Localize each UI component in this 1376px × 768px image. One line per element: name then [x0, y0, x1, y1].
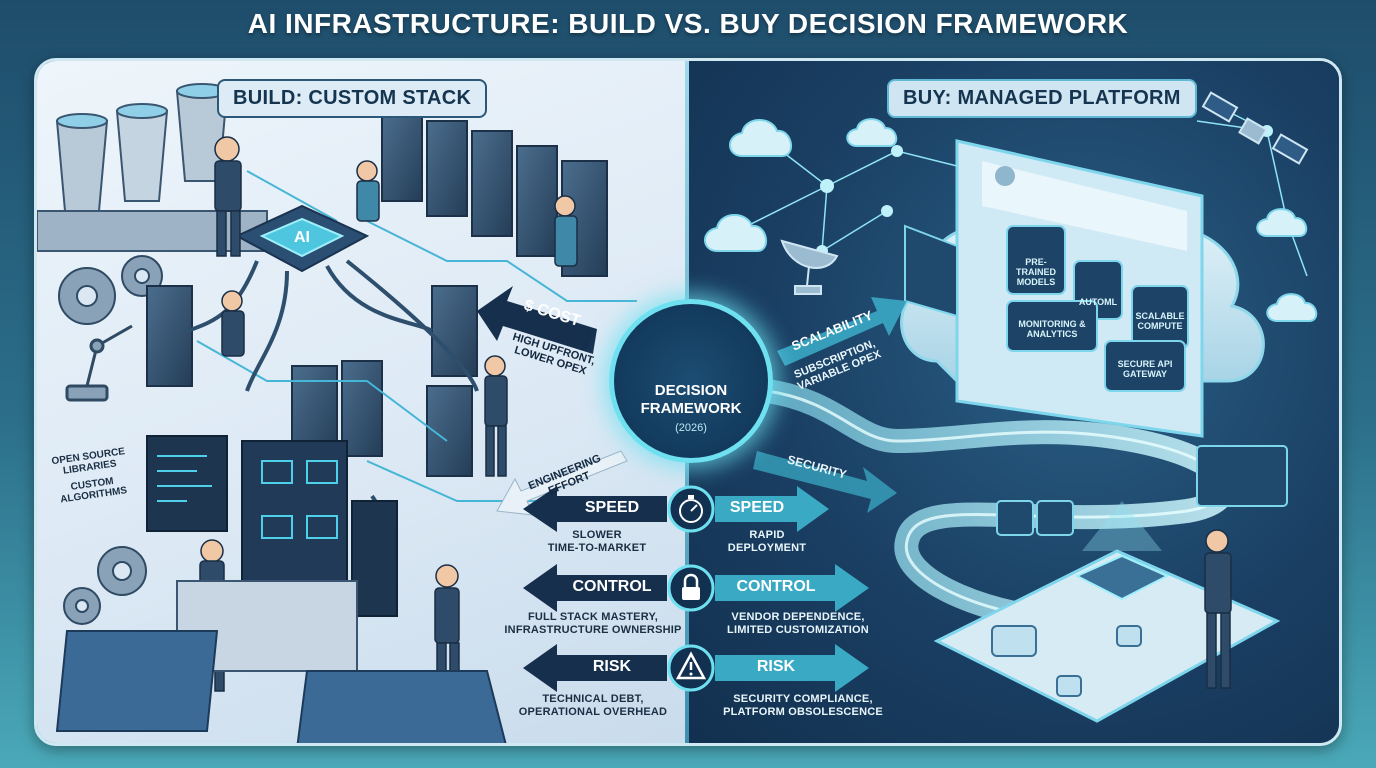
hub-line1: DECISION — [654, 382, 728, 399]
risk-buy-note: SECURITY COMPLIANCE, PLATFORM OBSOLESCEN… — [723, 693, 883, 718]
control-label-buy: CONTROL — [736, 578, 816, 595]
satellite-icon — [1201, 91, 1309, 165]
speed-build-note: SLOWER TIME-TO-MARKET — [547, 529, 647, 554]
robot-arm-icon — [65, 324, 133, 402]
cost-arrow — [477, 286, 597, 354]
analytics-panel — [904, 224, 1288, 536]
circuit-traces — [196, 170, 637, 502]
hub-line2: FRAMEWORK — [640, 400, 742, 417]
cloud-icon — [704, 118, 1318, 322]
satellite-dish-icon — [780, 239, 839, 295]
scalability-arrow — [777, 297, 907, 366]
control-arrow-buy — [715, 564, 869, 612]
control-buy-note: VENDOR DEPENDENCE, LIMITED CUSTOMIZATION — [727, 611, 869, 636]
illustration: AI — [37, 83, 1318, 743]
infographic-frame: AI — [34, 58, 1342, 746]
service-cards — [1006, 225, 1189, 392]
hub-year: (2026) — [675, 422, 707, 434]
lock-icon — [667, 564, 715, 612]
speed-arrow-buy — [715, 486, 829, 532]
warning-icon — [667, 644, 715, 692]
speed-arrow-build — [523, 486, 667, 532]
control-arrow-build — [523, 564, 667, 612]
card-automl: AUTOML — [1078, 297, 1118, 307]
risk-build-note: TECHNICAL DEBT, OPERATIONAL OVERHEAD — [518, 693, 668, 718]
speed-buy-note: RAPID DEPLOYMENT — [727, 529, 807, 554]
developer-desk — [146, 435, 398, 672]
card-scalable-compute: SCALABLE COMPUTE — [1135, 311, 1185, 331]
risk-arrow-build — [523, 644, 667, 692]
buy-panel-label: BUY: MANAGED PLATFORM — [887, 79, 1197, 118]
platform-pad — [933, 501, 1281, 723]
ai-chip: AI — [234, 204, 370, 273]
engineering-effort-arrow — [496, 450, 628, 516]
decision-framework-hub: DECISION FRAMEWORK (2026) — [609, 299, 773, 463]
risk-label-build: RISK — [592, 658, 632, 675]
chip-label: AI — [294, 229, 310, 246]
control-build-note: FULL STACK MASTERY, INFRASTRUCTURE OWNER… — [504, 611, 682, 636]
speed-label-buy: SPEED — [729, 499, 785, 516]
card-pretrained-models: PRE-TRAINED MODELS — [1016, 257, 1056, 287]
operator-figure — [1204, 529, 1232, 689]
page-title: AI INFRASTRUCTURE: BUILD VS. BUY DECISIO… — [247, 8, 1129, 39]
risk-label-buy: RISK — [756, 658, 796, 675]
blueprints — [55, 630, 507, 743]
build-panel-label: BUILD: CUSTOM STACK — [217, 79, 488, 118]
card-secure-api-gateway: SECURE API GATEWAY — [1117, 359, 1173, 379]
control-label-build: CONTROL — [572, 578, 652, 595]
security-arrow — [753, 451, 897, 513]
speed-label-build: SPEED — [584, 499, 640, 516]
cooling-towers — [37, 83, 268, 252]
risk-arrow-buy — [715, 644, 869, 692]
card-monitoring-analytics: MONITORING & ANALYTICS — [1018, 319, 1086, 339]
gear-icon — [58, 255, 163, 625]
engineer-figure — [199, 136, 578, 714]
stopwatch-icon — [667, 485, 715, 533]
